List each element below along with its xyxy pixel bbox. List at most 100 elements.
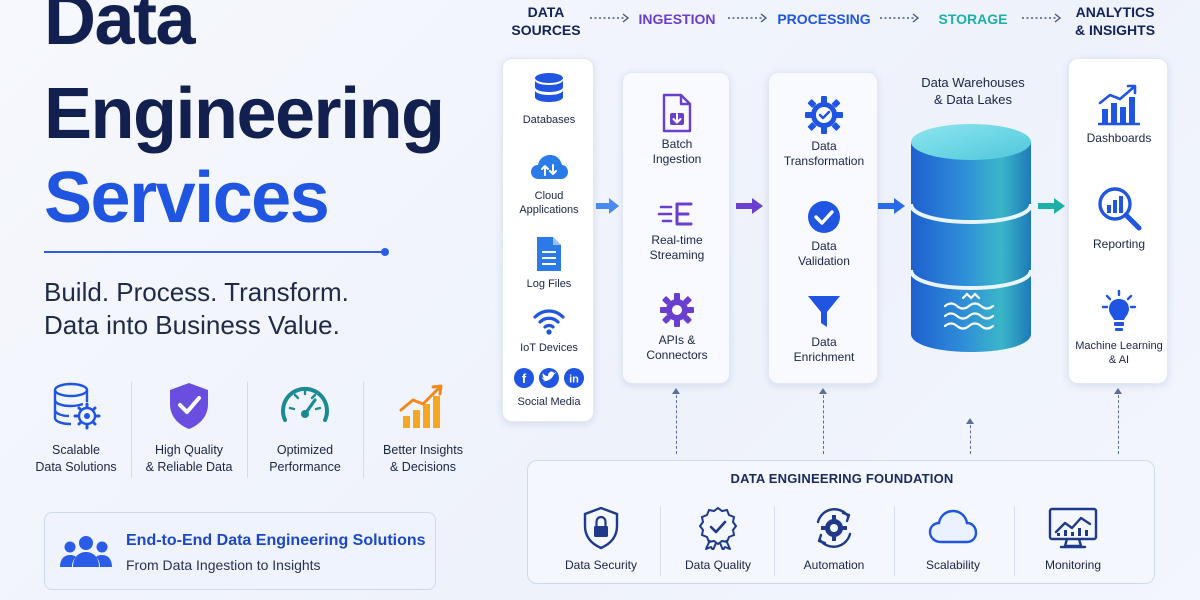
analytics-label-2: & AI xyxy=(1108,354,1130,366)
processing-label-2: Enrichment xyxy=(793,350,855,364)
foundation-connector-arrow xyxy=(672,388,680,394)
storage-label-1: Data Warehouses xyxy=(921,75,1025,90)
source-label-2: Applications xyxy=(519,204,579,216)
foundation-connector xyxy=(970,420,971,454)
stage-arrow xyxy=(1022,13,1062,23)
stage-label-1: PROCESSING xyxy=(777,11,871,27)
foundation-label: Scalability xyxy=(925,558,981,572)
wifi-icon xyxy=(533,309,565,335)
foundation-automation: Automation xyxy=(779,506,889,572)
hero-title-line-3: Services xyxy=(44,158,330,238)
cloud-icon xyxy=(531,155,568,179)
end-to-end-subtitle: From Data Ingestion to Insights xyxy=(126,557,321,573)
analytics-label-1: Machine Learning xyxy=(1075,340,1163,352)
stage-processing: PROCESSING xyxy=(776,10,872,28)
feature-divider xyxy=(247,382,248,478)
foundation-label: Data Security xyxy=(564,558,638,572)
stage-ingestion: INGESTION xyxy=(636,10,718,28)
stage-arrow xyxy=(590,13,630,23)
database-cylinder-icon xyxy=(909,124,1033,352)
bar-chart-trend-icon xyxy=(399,384,443,428)
processing-label-1: Data xyxy=(811,335,837,349)
gear-icon xyxy=(660,293,694,327)
end-to-end-card: End-to-End Data Engineering Solutions Fr… xyxy=(44,512,436,590)
stage-arrow xyxy=(880,13,920,23)
ingestion-label-1: APIs & xyxy=(658,333,696,347)
database-icon xyxy=(535,73,563,102)
source-iot-devices: IoT Devices xyxy=(503,305,595,355)
file-download-icon xyxy=(662,93,692,133)
foundation-divider xyxy=(660,506,661,576)
foundation-panel: DATA ENGINEERING FOUNDATION Data Securit… xyxy=(527,460,1155,584)
gear-cycle-icon xyxy=(816,508,852,548)
analytics-dashboards: Dashboards xyxy=(1069,83,1169,146)
ingestion-apis: APIs &Connectors xyxy=(623,291,731,363)
hero-title-line-2: Engineering xyxy=(44,74,445,154)
team-icon xyxy=(60,536,112,567)
source-log-files: Log Files xyxy=(503,235,595,291)
stage-label-1: STORAGE xyxy=(938,11,1008,27)
analytics-reporting: Reporting xyxy=(1069,183,1169,252)
source-label-1: Social Media xyxy=(517,396,581,408)
feature-divider xyxy=(363,382,364,478)
stage-label-1: DATA xyxy=(527,4,565,20)
foundation-label: Automation xyxy=(803,558,865,572)
foundation-monitoring: Monitoring xyxy=(1018,506,1128,572)
hero-divider xyxy=(44,251,384,253)
feature-divider xyxy=(131,382,132,478)
stage-label-1: ANALYTICS xyxy=(1075,4,1155,20)
foundation-label: Data Quality xyxy=(684,558,752,572)
tagline-line-1: Build. Process. Transform. xyxy=(44,277,349,307)
stage-arrow xyxy=(728,13,768,23)
processing-label-1: Data xyxy=(811,139,837,153)
ingestion-label-2: Streaming xyxy=(649,248,705,262)
flow-arrow xyxy=(596,198,619,214)
funnel-icon xyxy=(808,296,840,327)
lightbulb-icon xyxy=(1101,289,1137,331)
feature-quality: High Quality& Reliable Data xyxy=(133,380,245,480)
analytics-ml-ai: Machine Learning & AI xyxy=(1069,289,1169,367)
foundation-connector-arrow xyxy=(1114,388,1122,394)
feature-label-2: & Reliable Data xyxy=(145,460,233,474)
storage-title: Data Warehouses& Data Lakes xyxy=(908,74,1038,108)
svg-text:f: f xyxy=(522,371,527,386)
stage-storage: STORAGE xyxy=(930,10,1016,28)
social-icons: f in xyxy=(514,368,584,388)
foundation-divider xyxy=(774,506,775,576)
analytics-label-1: Dashboards xyxy=(1086,131,1152,145)
foundation-connector xyxy=(823,390,824,454)
foundation-label: Monitoring xyxy=(1044,558,1102,572)
ingestion-label-1: Real-time xyxy=(651,233,703,247)
foundation-data-security: Data Security xyxy=(546,506,656,572)
hero-divider-dot xyxy=(381,248,389,256)
stage-label-1: INGESTION xyxy=(638,11,716,27)
magnifier-chart-icon xyxy=(1098,187,1142,231)
foundation-divider xyxy=(894,506,895,576)
stage-label-2: SOURCES xyxy=(511,22,581,38)
feature-label-1: Optimized xyxy=(276,443,334,457)
feature-label-2: & Decisions xyxy=(390,460,456,474)
database-gear-icon xyxy=(53,382,101,430)
source-databases: Databases xyxy=(503,71,595,127)
flow-arrow xyxy=(1038,198,1065,214)
ingestion-label-2: Ingestion xyxy=(652,152,702,166)
monitor-chart-icon xyxy=(1048,507,1098,549)
badge-check-icon xyxy=(699,506,737,550)
gear-check-icon xyxy=(805,96,843,134)
stage-analytics: ANALYTICS & INSIGHTS xyxy=(1068,3,1162,39)
foundation-connector-arrow xyxy=(819,388,827,394)
feature-label-2: Data Solutions xyxy=(35,460,117,474)
source-label-1: IoT Devices xyxy=(520,342,578,354)
bar-chart-icon xyxy=(1098,84,1140,126)
stage-label-2: & INSIGHTS xyxy=(1074,22,1156,38)
source-social-media: f in Social Media xyxy=(503,365,595,409)
flow-arrow xyxy=(736,198,763,214)
